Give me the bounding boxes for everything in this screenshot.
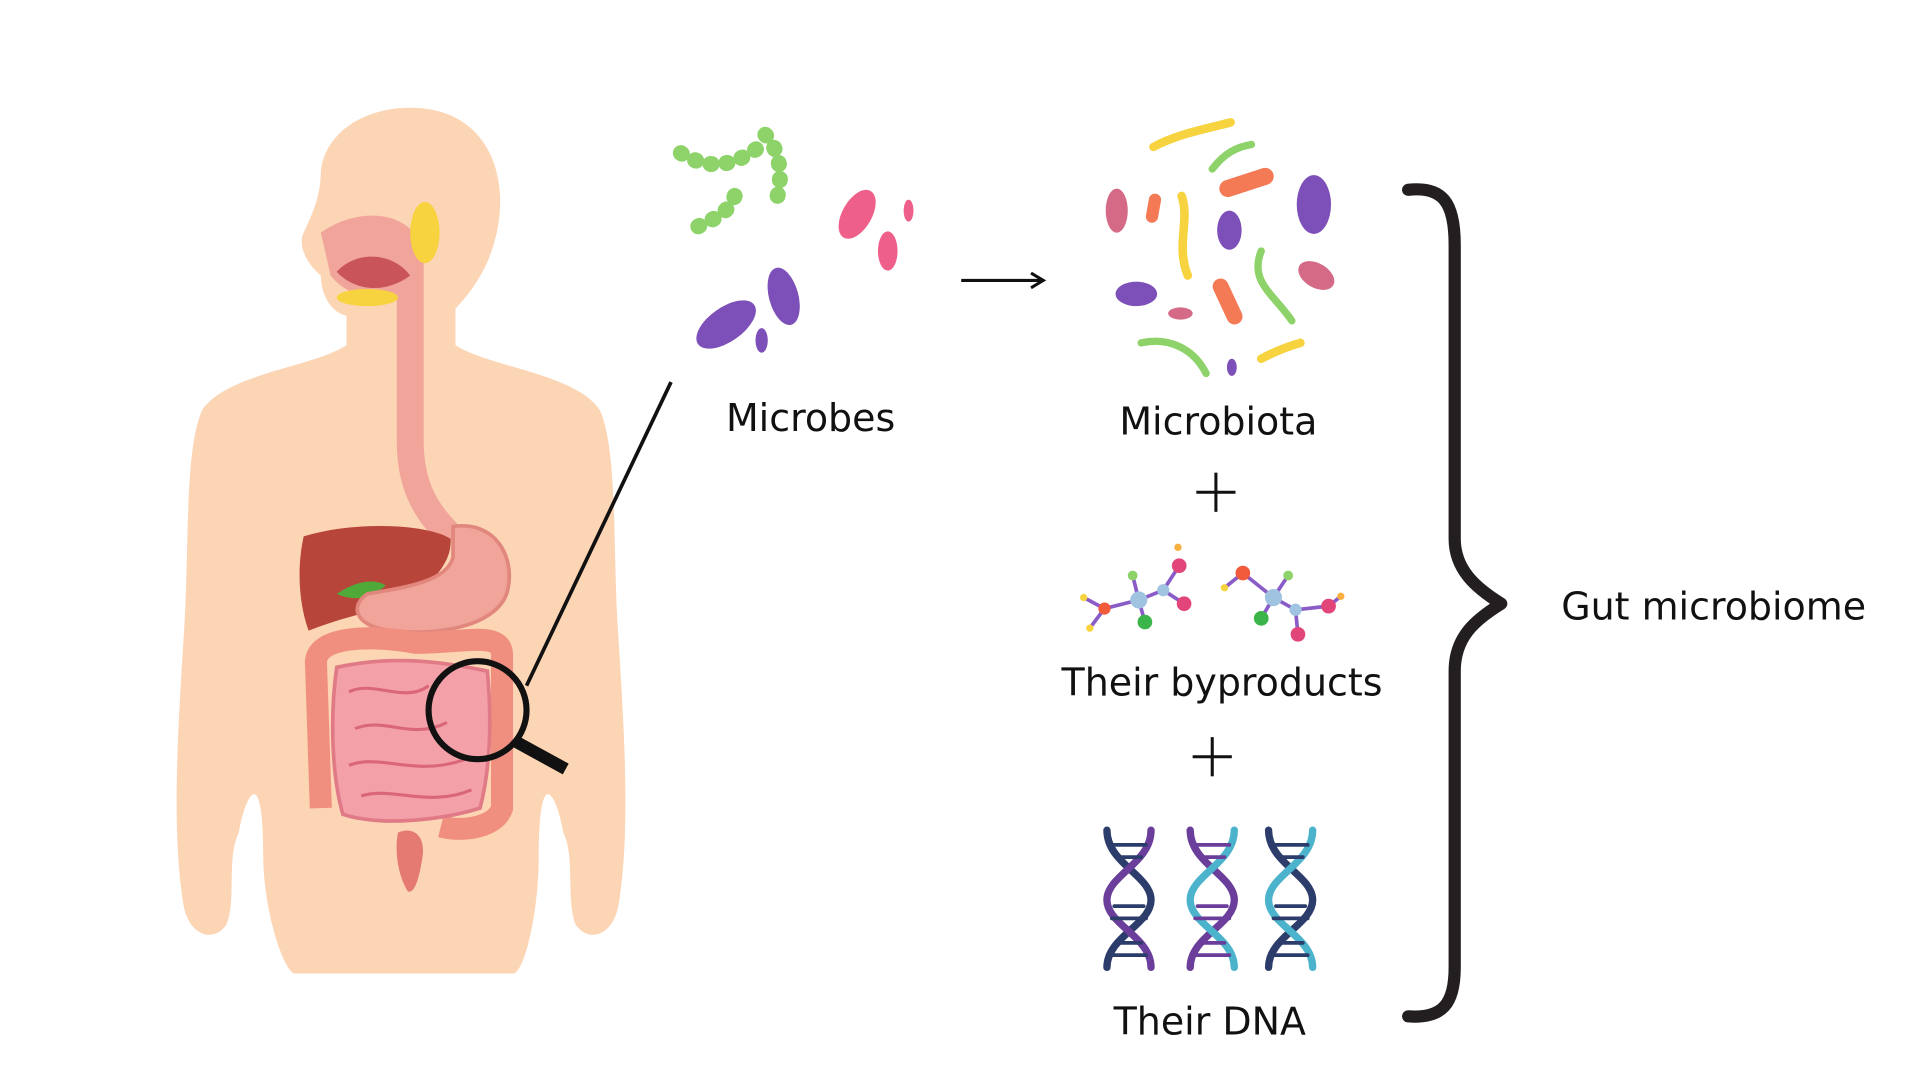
human-body-illustration: [176, 107, 626, 974]
dna-icon: [1103, 826, 1155, 972]
small-intestine-folds: [348, 684, 473, 799]
purple-bacterium-3: [755, 328, 768, 353]
dna-helix-icons: [1103, 826, 1317, 972]
dna-icon: [1186, 826, 1238, 972]
byproduct-molecules-illustration: [1080, 543, 1345, 642]
plus-icon: [1192, 737, 1232, 777]
zoom-connector-line: [524, 381, 673, 687]
liver: [299, 525, 451, 631]
curly-brace: [1402, 183, 1508, 1023]
salivary-gland-lower: [336, 288, 398, 307]
plus-icon: [1196, 472, 1236, 512]
dna-icon: [1264, 826, 1317, 972]
pink-bacterium: [838, 189, 876, 239]
pink-bacterium-tiny: [903, 199, 914, 222]
magnifier-icon: [425, 658, 569, 775]
microbes-label: Microbes: [726, 396, 895, 440]
large-intestine: [304, 627, 514, 840]
small-intestine: [330, 658, 492, 823]
gut-microbiome-label: Gut microbiome: [1561, 585, 1866, 629]
arrow-right-icon: [961, 271, 1047, 290]
byproducts-label: Their byproducts: [1061, 661, 1383, 705]
green-chain-microbe: [672, 126, 788, 235]
purple-bacterium: [696, 300, 756, 349]
microbiota-illustration: [1105, 118, 1335, 378]
microbiota-label: Microbiota: [1119, 400, 1317, 444]
salivary-gland: [410, 202, 440, 264]
tongue: [336, 256, 411, 289]
purple-bacterium-2: [767, 267, 800, 325]
rectum: [396, 830, 423, 892]
microbes-illustration: [672, 126, 914, 353]
dna-label: Their DNA: [1113, 1000, 1306, 1044]
pink-bacterium-small: [877, 231, 898, 271]
esophagus: [396, 244, 463, 549]
